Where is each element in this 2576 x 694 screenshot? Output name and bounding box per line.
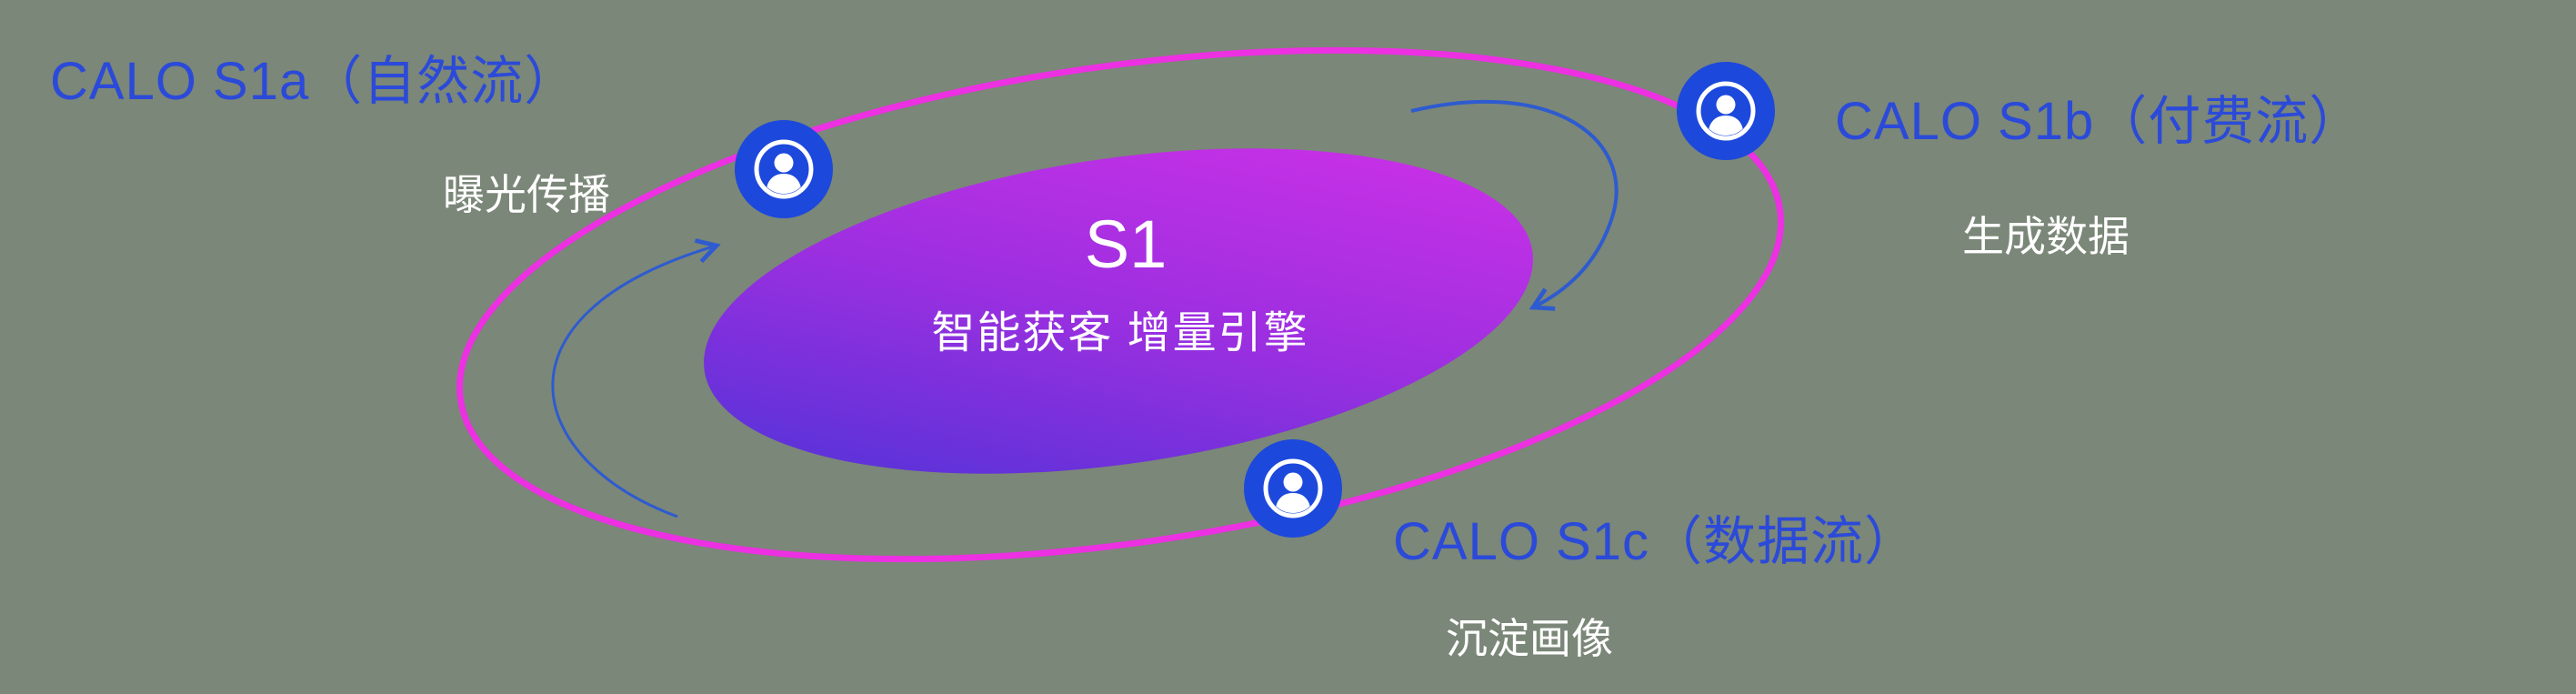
subtitle-s1a: 曝光传播 [443,171,610,218]
person-icon [1244,439,1342,538]
core-subtitle: 智能获客 增量引擎 [931,309,1309,357]
label-calo-s1b: CALO S1b（付费流） [1835,92,2363,151]
person-glyph [1708,95,1744,136]
core-ellipse [704,148,1533,474]
person-glyph [1275,472,1311,513]
label-calo-s1a: CALO S1a（自然流） [50,52,578,111]
subtitle-s1b: 生成数据 [1962,213,2130,260]
node-s1b [1677,62,1775,160]
arrow-top-right-curve [1410,99,1619,311]
arrow-left-curve [551,238,721,518]
node-ring [1263,458,1323,518]
person-icon [1677,62,1775,160]
subtitle-s1c: 沉淀画像 [1446,615,1613,662]
node-s1c [1244,439,1342,538]
person-icon [735,120,833,218]
orbit-ring [456,46,1784,563]
node-s1a [735,120,833,218]
node-ring [1696,81,1756,141]
label-calo-s1c: CALO S1c（数据流） [1393,512,1918,571]
person-glyph [766,153,802,194]
core-title: S1 [1084,206,1168,282]
node-ring [754,139,814,199]
